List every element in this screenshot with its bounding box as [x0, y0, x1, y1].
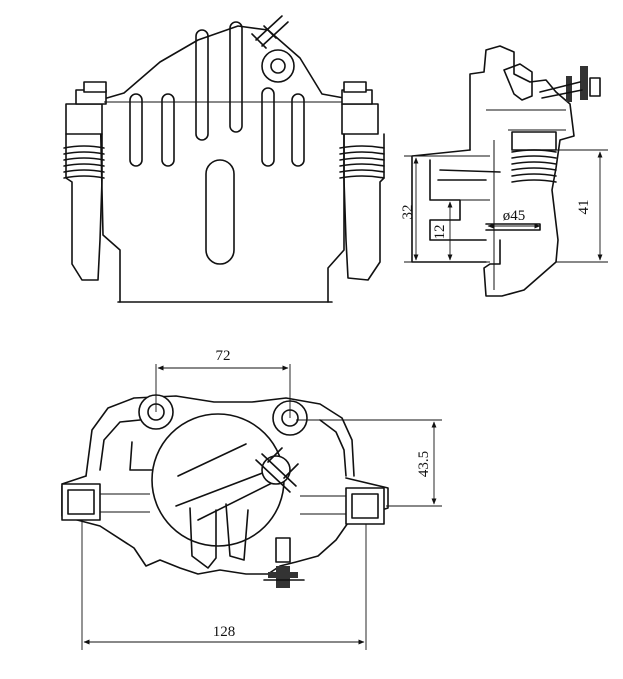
- dim-12-label: 12: [432, 225, 448, 240]
- left-bolt-head: [83, 81, 107, 93]
- front-view: [63, 15, 385, 303]
- dim-45-label: ø45: [503, 208, 526, 224]
- bleeder-screw: [251, 15, 289, 49]
- dim-43-5-label: 43.5: [416, 451, 432, 477]
- dim-128-label: 128: [213, 624, 236, 640]
- bleeder-boss: [261, 49, 295, 83]
- left-boot: [63, 145, 105, 179]
- guide-bolt-left: [61, 483, 150, 521]
- right-guide-boss: [341, 103, 379, 135]
- dim-41-label: 41: [576, 200, 592, 215]
- dim-32-label: 32: [400, 205, 416, 220]
- side-bleeder: [539, 66, 601, 102]
- dim-72-label: 72: [216, 348, 231, 364]
- piston-housing: [151, 413, 287, 569]
- side-dimensions: 32 12 ø45 41: [400, 149, 608, 263]
- bottom-bleeder: [255, 447, 299, 493]
- bottom-view: [61, 394, 389, 588]
- right-bolt-head: [343, 81, 367, 93]
- left-guide-boss: [65, 103, 103, 135]
- side-boot: [511, 131, 557, 183]
- side-view: [411, 45, 601, 297]
- right-boot: [339, 145, 385, 179]
- guide-bolt-right: [300, 487, 385, 525]
- bottom-screw: [263, 537, 305, 588]
- bottom-dimensions: 72 43.5 128: [81, 348, 442, 650]
- housing-ribs: [129, 21, 305, 265]
